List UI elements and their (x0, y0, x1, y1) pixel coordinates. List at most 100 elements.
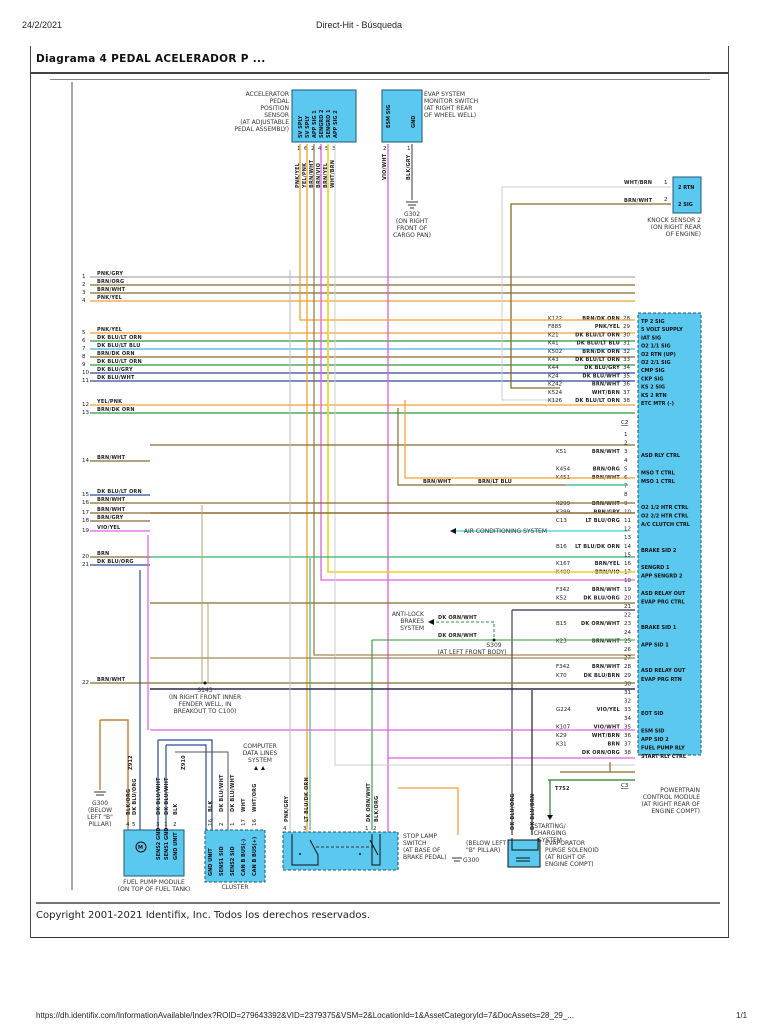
app-wire-label: BRN/VIO (316, 163, 322, 188)
pcm-wire-label: BRN/DK ORN (582, 316, 620, 322)
pcm-pin-number: 7 (624, 484, 628, 490)
stop-lamp-name-3: (AT BASE OF (403, 847, 441, 854)
s143-loc-2: FENDER WELL, IN (179, 701, 232, 708)
left-wire-number: 10 (82, 370, 89, 376)
app-pin-number: 5 (325, 146, 329, 152)
cluster-pin-number: 16 (252, 819, 258, 826)
cluster-func-label: SENS1 SID (219, 846, 225, 876)
pcm-pin-function: EVAP PRG RTN (641, 677, 682, 683)
pcm-c3-pin: 31 (624, 690, 631, 696)
left-wire-number: 21 (82, 562, 89, 568)
left-wire-number: 1 (82, 274, 86, 280)
svg-text:DK ORN/WHT: DK ORN/WHT (438, 633, 477, 639)
left-wire-number: 11 (82, 378, 89, 384)
pcm-pin-function: O2 RTN (UP) (641, 352, 676, 358)
fuel-pump-wire-label: DK BLU/WHT (156, 777, 162, 815)
pcm-pin-number: 27 (624, 656, 631, 662)
pcm-circuit-id: K299 (556, 501, 571, 507)
evap-purge-solenoid[interactable]: DK BLU/ORG DK BLU/BRN EVAPORATOR PURGE S… (507, 793, 599, 868)
pcm-pin-function: APP SID 1 (641, 642, 669, 648)
stop-lamp-body (282, 831, 399, 871)
pcm-wire-label: DK BLU/ORG (583, 595, 620, 601)
print-url: https://dh.identifix.com/InformationAvai… (36, 1011, 574, 1020)
cluster-func-label: CAN B BUS(+) (252, 837, 258, 876)
data-lines-ref-1[interactable]: COMPUTER (243, 743, 277, 750)
cluster-pin-number: 1 (230, 823, 236, 827)
pcm-c3-pin: 22 (624, 613, 631, 619)
app-wire-label: BRN/WHT (309, 159, 315, 188)
knock-func-sig: 2 SIG (678, 202, 693, 208)
pcm-pin-number: 23 (624, 621, 631, 627)
left-wire-label: BRN/WHT (97, 507, 126, 513)
s143-id: S143 (197, 687, 212, 694)
svg-text:G300: G300 (463, 857, 479, 864)
starting-charging-ref[interactable]: T752 STARTING/ CHARGING SYSTEM (534, 786, 570, 844)
app-func-label: APP SIG 1 (312, 110, 318, 138)
pcm-pin-number: 8 (624, 492, 628, 498)
fuel-pump-pin-number: 3 (156, 822, 160, 828)
ground-icon (406, 201, 418, 209)
pcm-pin-function: CKP SIG (641, 376, 664, 382)
pcm-circuit-id: K70 (556, 673, 567, 679)
left-wire-label: BRN/WHT (97, 497, 126, 503)
pcm-pin-number: 34 (623, 365, 630, 371)
brn-wht-jumper-label: BRN/WHT BRN/LT BLU (423, 479, 512, 485)
knock-sensor-2[interactable]: 2 RTN 2 SIG 1 2 WHT/BRN BRN/WHT KNOCK SE… (501, 176, 702, 401)
data-lines-ref-3[interactable]: SYSTEM (248, 757, 272, 764)
abs-reference[interactable]: ANTI-LOCK BRAKES SYSTEM DK ORN/WHT DK OR… (392, 611, 495, 640)
pcm-c3-pin: 34 (624, 716, 631, 722)
stop-lamp-name-2: SWITCH (403, 840, 427, 847)
left-wire-number: 6 (82, 338, 86, 344)
left-wire-number: 18 (82, 518, 89, 524)
pcm-wire-label: DK BLU/BRN (584, 673, 620, 679)
app-name-line: SENSOR (264, 112, 289, 119)
pcm-circuit-id: K23 (556, 638, 567, 644)
svg-text:M: M (138, 845, 143, 851)
pcm-pin-number: 4 (624, 458, 628, 464)
stop-lamp-wire-label: PNK/GRY (284, 796, 290, 822)
pcm-pin-function: IAT SIG (641, 335, 661, 341)
pcm-pin-function: EVAP PRG CTRL (641, 599, 686, 605)
cluster-name: CLUSTER (221, 884, 248, 891)
pcm-pin-number: 18 (624, 578, 631, 584)
cluster-wire-label: DK BLU/WHT (230, 774, 236, 812)
pcm-wire-label: BRN/YEL (595, 561, 621, 567)
pcm-pin-number: 9 (624, 501, 628, 507)
pcm-wire-label: PNK/YEL (595, 324, 621, 330)
pcm-name-2: CONTROL MODULE (643, 794, 700, 801)
ac-system-ref[interactable]: AIR CONDITIONING SYSTEM (464, 528, 547, 535)
pcm-circuit-id: K524 (548, 390, 563, 396)
svg-text:BRN/WHT: BRN/WHT (423, 479, 452, 485)
left-wire-number: 17 (82, 510, 89, 516)
cluster-wire-label: BLK (208, 800, 214, 812)
fuel-pump-pin-number: 4 (126, 822, 130, 828)
data-lines-ref-2[interactable]: DATA LINES (243, 750, 278, 757)
fuel-pump-module[interactable]: M SENS2 GND SENS1 GND GND UNIT FUEL PUMP… (118, 755, 190, 893)
pcm-c3-pin: 12 (624, 527, 631, 533)
pcm-circuit-id: K24 (548, 373, 559, 379)
left-wire-label: DK BLU/LT ORN (97, 359, 142, 365)
svg-text:(BELOW: (BELOW (88, 807, 112, 814)
pcm-c3-pin: 13 (624, 535, 631, 541)
